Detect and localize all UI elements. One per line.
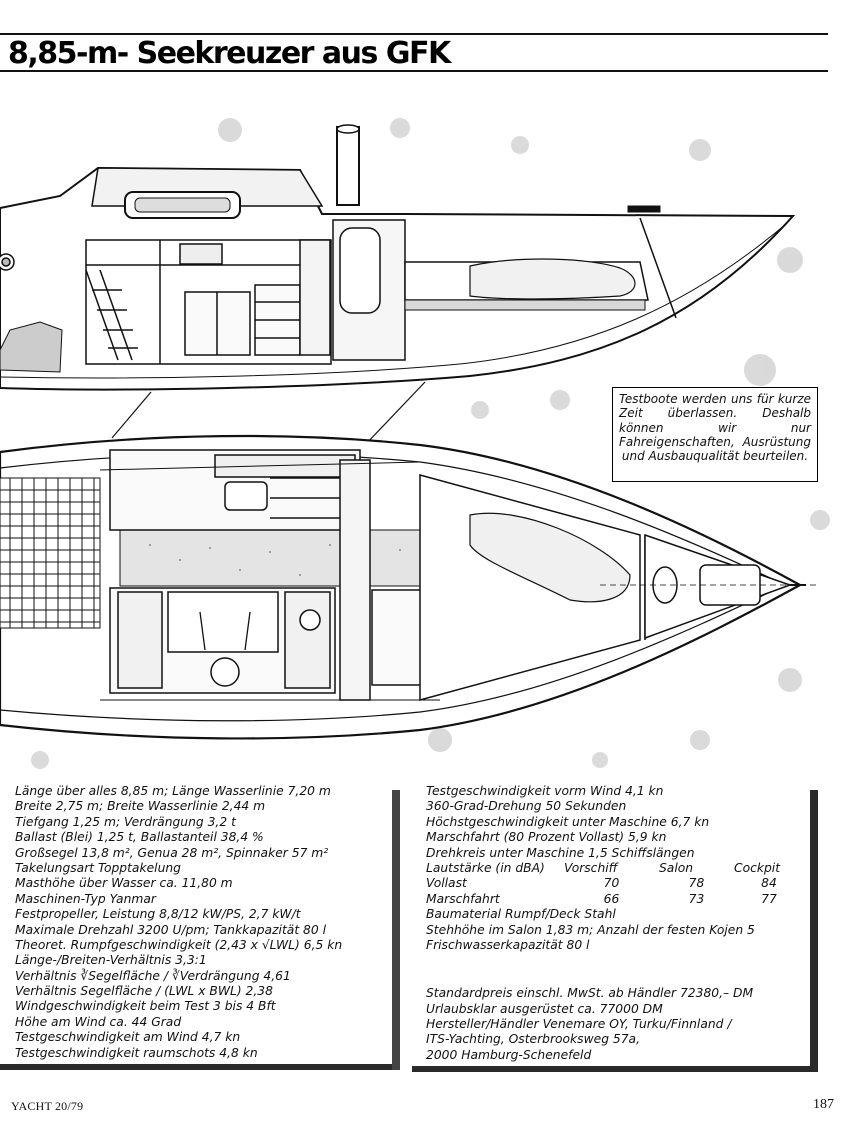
spec-line: Stehhöhe im Salon 1,83 m; Anzahl der fes… <box>426 922 755 937</box>
spec-line: Testgeschwindigkeit am Wind 4,7 kn <box>15 1030 241 1045</box>
spec-line: Frischwasserkapazität 80 l <box>426 937 590 952</box>
noise-value: 66 <box>603 891 620 906</box>
noise-header-cockpit: Cockpit <box>734 860 781 875</box>
spec-line: Tiefgang 1,25 m; Verdrängung 3,2 t <box>15 814 236 829</box>
spec-line: Maschinen-Typ Yanmar <box>15 891 156 906</box>
article-title: 8,85-m- Seekreuzer aus GFK <box>8 36 451 71</box>
noise-value: 78 <box>688 876 705 891</box>
spec-line: Höhe am Wind ca. 44 Grad <box>15 1014 182 1029</box>
noise-value: 84 <box>761 876 777 891</box>
specs-left-column: Länge über alles 8,85 m; Länge Wasserlin… <box>15 784 395 1061</box>
noise-table-row: Vollast 70 78 84 <box>426 876 821 891</box>
maker-line: ITS-Yachting, Osterbrooksweg 57a, <box>426 1032 641 1047</box>
spec-line: 360-Grad-Drehung 50 Sekunden <box>426 799 627 814</box>
noise-row-label: Vollast <box>426 876 467 891</box>
side-elevation <box>0 124 796 391</box>
spec-line: Höchstgeschwindigkeit unter Maschine 6,7… <box>426 814 710 829</box>
spec-line: Verhältnis ∛Segelfläche / ∛Verdrängung 4… <box>15 968 291 983</box>
spec-line: Baumaterial Rumpf/Deck Stahl <box>426 907 616 922</box>
cockpit-grating <box>0 477 101 629</box>
maker-line: 2000 Hamburg-Schenefeld <box>426 1047 592 1062</box>
noise-value: 73 <box>688 891 705 906</box>
spec-line: Masthöhe über Wasser ca. 11,80 m <box>15 876 233 891</box>
spec-line: Marschfahrt (80 Prozent Vollast) 5,9 kn <box>426 830 667 845</box>
spec-line: Theoret. Rumpfgeschwindigkeit (2,43 x √L… <box>15 937 343 952</box>
spec-line: Großsegel 13,8 m², Genua 28 m², Spinnake… <box>15 845 329 860</box>
spec-line: Maximale Drehzahl 3200 U/pm; Tankkapazit… <box>15 922 327 937</box>
noise-table-row: Marschfahrt 66 73 77 <box>426 892 821 907</box>
box-shadow-middle <box>392 790 400 1070</box>
spec-line: Takelungsart Topptakelung <box>15 860 181 875</box>
box-shadow-right-side <box>810 790 818 1072</box>
noise-value: 70 <box>603 876 620 891</box>
noise-header-label: Lautstärke (in dBA) <box>426 860 545 875</box>
spec-line: Verhältnis Segelfläche / (LWL x BWL) 2,3… <box>15 984 273 999</box>
specs-right-column: Testgeschwindigkeit vorm Wind 4,1 kn 360… <box>426 784 821 1063</box>
noise-header-salon: Salon <box>659 860 694 875</box>
page-number: 187 <box>813 1097 834 1112</box>
noise-value: 77 <box>761 891 777 906</box>
spec-line: Ballast (Blei) 1,25 t, Ballastanteil 38,… <box>15 830 264 845</box>
spec-line: Länge-/Breiten-Verhältnis 3,3:1 <box>15 953 207 968</box>
box-shadow-left-bottom <box>0 1064 392 1070</box>
notice-box: Testboote werden uns für kurze Zeit über… <box>612 387 818 482</box>
spec-line: Länge über alles 8,85 m; Länge Wasserlin… <box>15 784 331 798</box>
yacht-cutaway-drawing <box>0 118 830 769</box>
spacer <box>426 953 821 986</box>
spec-line: Windgeschwindigkeit beim Test 3 bis 4 Bf… <box>15 999 276 1014</box>
price-line: Urlaubsklar ausgerüstet ca. 77000 DM <box>426 1001 663 1016</box>
noise-header-forward: Vorschiff <box>564 860 618 875</box>
magazine-issue: YACHT 20/79 <box>11 1099 84 1113</box>
leader-lines <box>111 381 426 446</box>
spec-line: Festpropeller, Leistung 8,8/12 kW/PS, 2,… <box>15 907 301 922</box>
top-rule <box>0 33 828 35</box>
noise-table-header: Lautstärke (in dBA) Vorschiff Salon Cock… <box>426 861 821 876</box>
maker-line: Hersteller/Händler Venemare OY, Turku/Fi… <box>426 1017 732 1032</box>
box-shadow-right-bottom <box>412 1066 816 1072</box>
halftone-speckle <box>31 118 830 769</box>
spec-line: Testgeschwindigkeit raumschots 4,8 kn <box>15 1045 258 1060</box>
noise-row-label: Marschfahrt <box>426 891 500 906</box>
spec-line: Testgeschwindigkeit vorm Wind 4,1 kn <box>426 784 664 798</box>
price-line: Standardpreis einschl. MwSt. ab Händler … <box>426 986 754 1001</box>
spec-line: Drehkreis unter Maschine 1,5 Schiffsläng… <box>426 845 695 860</box>
spec-line: Breite 2,75 m; Breite Wasserlinie 2,44 m <box>15 799 266 814</box>
plan-view <box>0 434 806 740</box>
title-underline <box>0 70 828 72</box>
